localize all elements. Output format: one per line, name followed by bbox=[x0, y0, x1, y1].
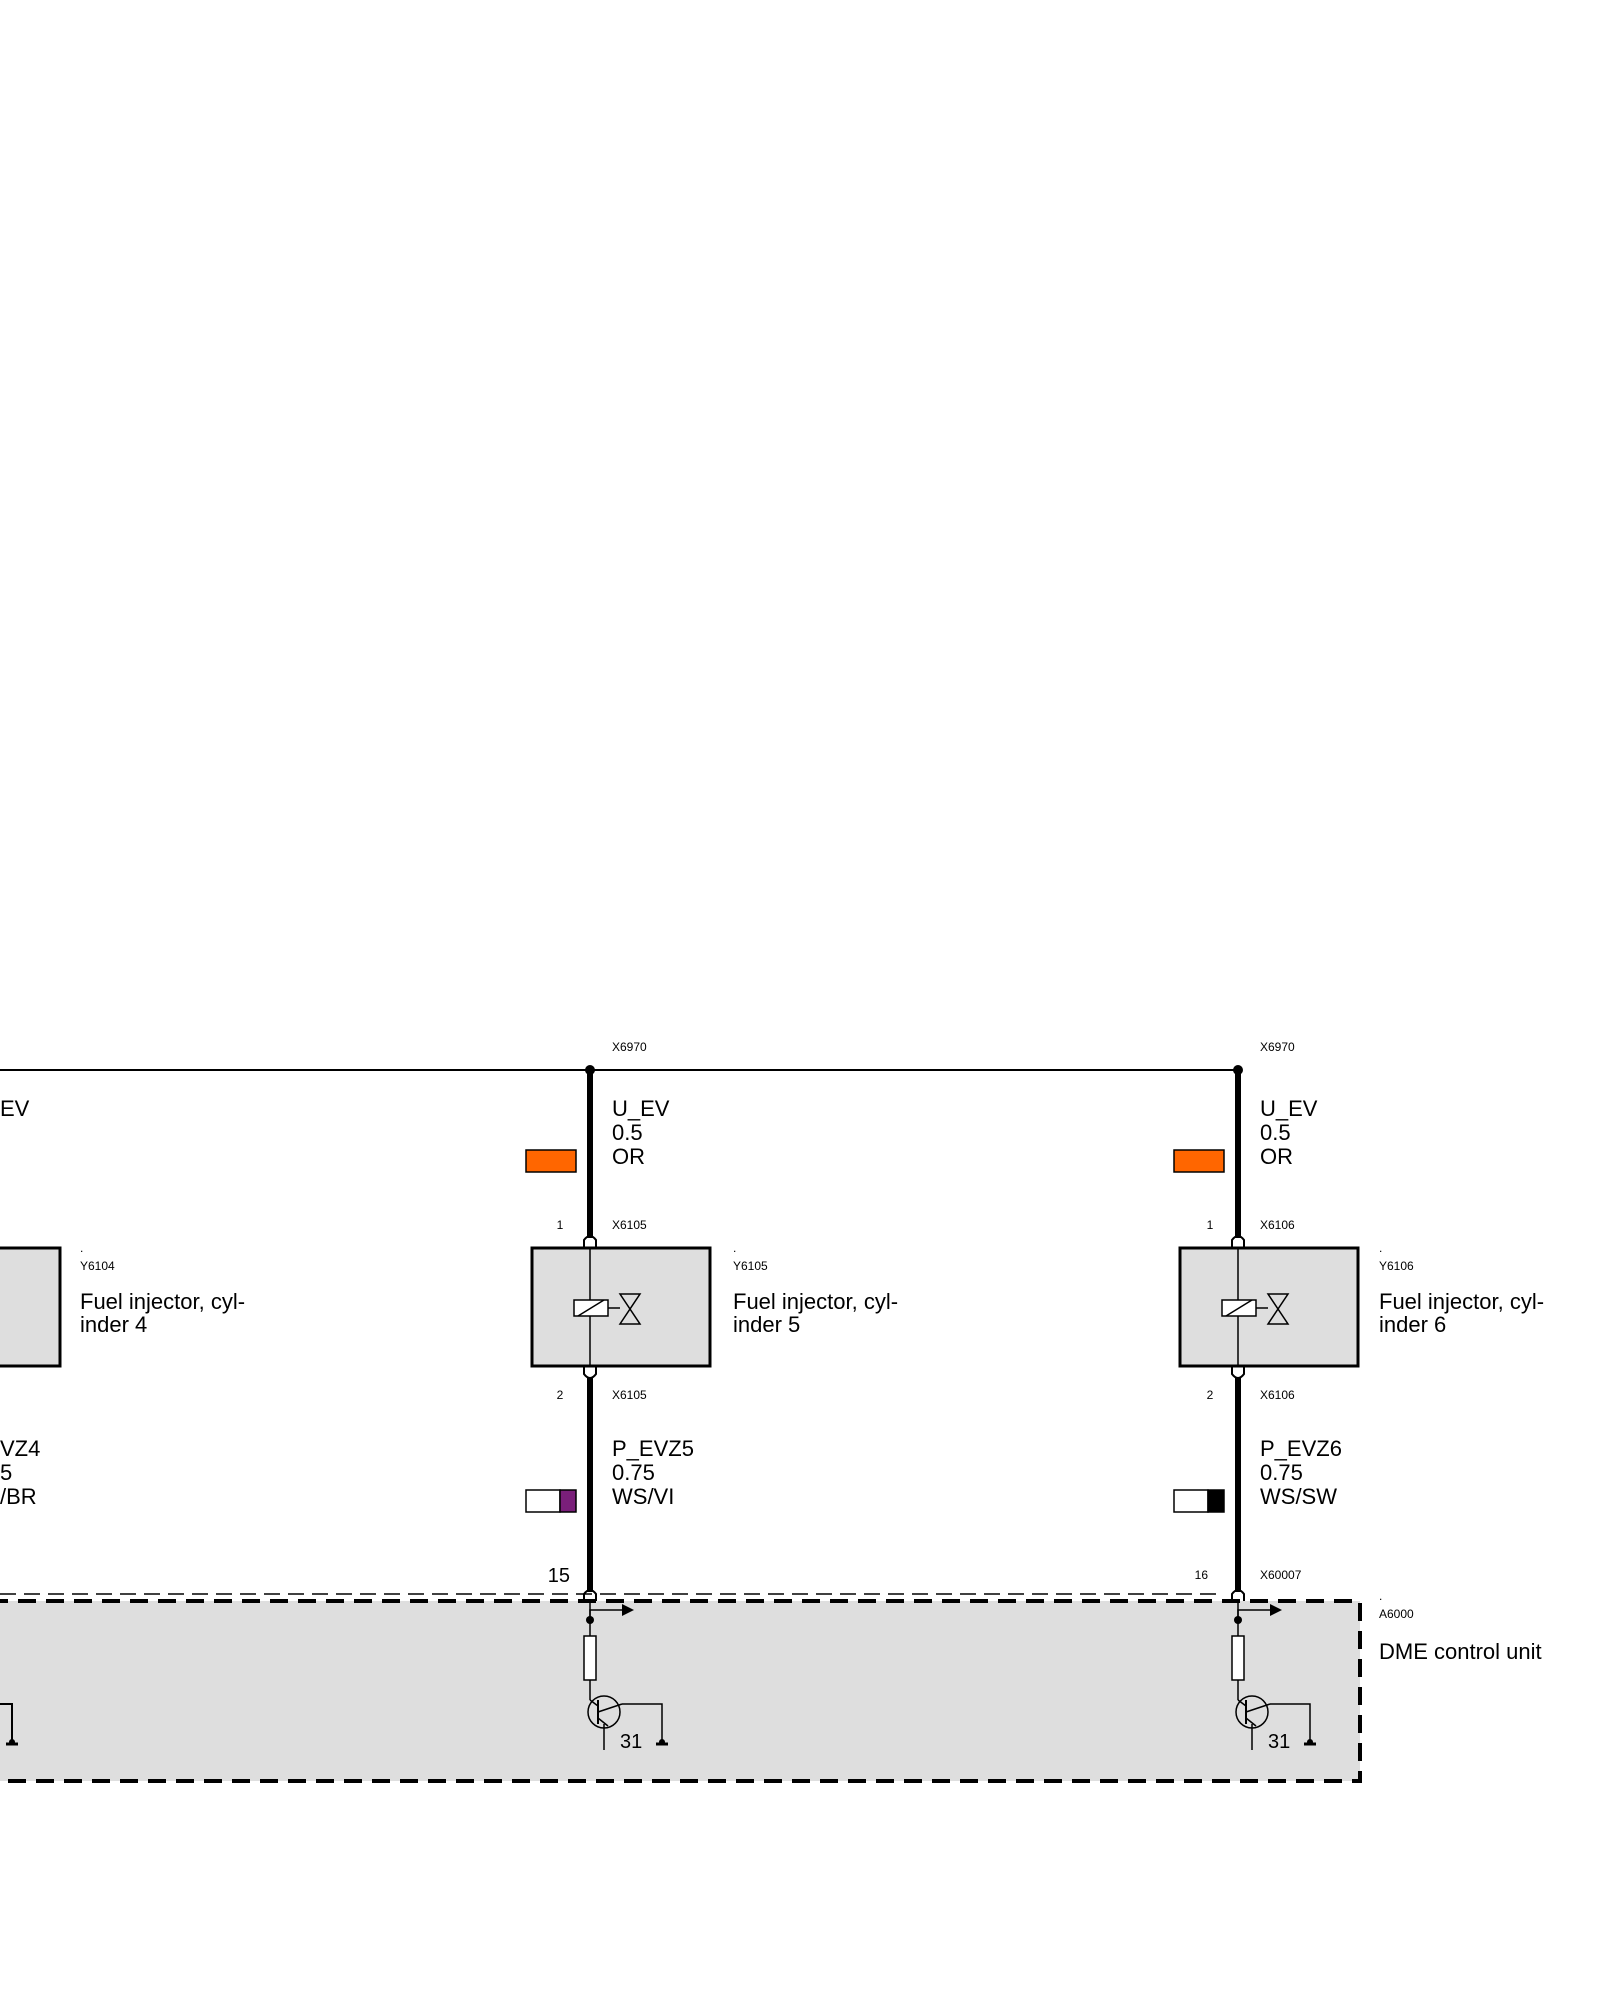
bottom-connector-hook-5 bbox=[583, 1366, 597, 1379]
top-connector-hook-5 bbox=[583, 1235, 597, 1248]
component-name-5-line1: Fuel injector, cyl- bbox=[733, 1289, 898, 1314]
component-dot-5: . bbox=[733, 1241, 736, 1255]
control-unit-name: DME control unit bbox=[1379, 1639, 1542, 1664]
ground-label-6: 31 bbox=[1268, 1731, 1290, 1753]
component-id-5: Y6105 bbox=[733, 1259, 768, 1273]
signal-wire-name-5: P_EVZ5 bbox=[612, 1436, 694, 1461]
bus-connector-6: X6970 bbox=[1260, 1040, 1295, 1054]
component-id-4: Y6104 bbox=[80, 1259, 115, 1273]
ground-label-5: 31 bbox=[620, 1731, 642, 1753]
valve-icon-6 bbox=[1266, 1293, 1290, 1325]
ecu-pin-5: 15 bbox=[548, 1565, 570, 1587]
component-id-6: Y6106 bbox=[1379, 1259, 1414, 1273]
component-dot-4: . bbox=[80, 1241, 83, 1255]
wire-color-swatch-SW-6 bbox=[1207, 1489, 1225, 1513]
injector-cylinder-6: X6970 U_EV 0.5 OR 1 X6106 . Y6106 Fuel i… bbox=[1173, 1040, 1544, 1753]
component-dot-6: . bbox=[1379, 1241, 1382, 1255]
wire-color-swatch-VI-5 bbox=[559, 1489, 577, 1513]
sense-arrow-icon-6 bbox=[1237, 1609, 1270, 1620]
top-connector-6: X6106 bbox=[1260, 1218, 1295, 1232]
component-name-4-line1: Fuel injector, cyl- bbox=[80, 1289, 245, 1314]
wire-color-swatch-OR-6 bbox=[1173, 1149, 1225, 1173]
bottom-pin-6: 2 bbox=[1207, 1388, 1214, 1402]
bottom-pin-5: 2 bbox=[557, 1388, 564, 1402]
ecu-connector-hook-5 bbox=[583, 1589, 597, 1601]
resistor-icon-5 bbox=[583, 1635, 597, 1681]
component-name-6-line2: inder 6 bbox=[1379, 1312, 1446, 1337]
component-name-6-line1: Fuel injector, cyl- bbox=[1379, 1289, 1544, 1314]
signal-wire-name-4: VZ4 bbox=[0, 1436, 40, 1461]
signal-wire-name-6: P_EVZ6 bbox=[1260, 1436, 1342, 1461]
top-pin-6: 1 bbox=[1207, 1218, 1214, 1232]
wire-color-swatch-WS-5 bbox=[525, 1489, 561, 1513]
bottom-connector-hook-6 bbox=[1231, 1366, 1245, 1379]
voltage-wire-color-5: OR bbox=[612, 1144, 645, 1169]
ecu-connector-hook-6 bbox=[1231, 1589, 1245, 1601]
bottom-connector-6: X6106 bbox=[1260, 1388, 1295, 1402]
wire-color-swatch-WS-6 bbox=[1173, 1489, 1209, 1513]
injector-6-body bbox=[1178, 1246, 1360, 1368]
top-connector-hook-6 bbox=[1231, 1235, 1245, 1248]
voltage-wire-name-4: EV bbox=[0, 1096, 30, 1121]
injector-4-body bbox=[0, 1246, 62, 1368]
signal-wire-size-6: 0.75 bbox=[1260, 1460, 1303, 1485]
top-pin-5: 1 bbox=[557, 1218, 564, 1232]
injector-cylinder-5: X6970 U_EV 0.5 OR 1 X6105 . Y6105 Fuel i… bbox=[525, 1040, 898, 1753]
voltage-wire-size-5: 0.5 bbox=[612, 1120, 643, 1145]
sense-arrow-icon-5 bbox=[589, 1609, 622, 1620]
dme-control-unit-box bbox=[0, 1599, 1362, 1783]
voltage-wire-name-5: U_EV bbox=[612, 1096, 670, 1121]
wire-color-swatch-OR-5 bbox=[525, 1149, 577, 1173]
ecu-ground-stub-4 bbox=[0, 1703, 13, 1744]
bus-connector-5: X6970 bbox=[612, 1040, 647, 1054]
voltage-wire-size-6: 0.5 bbox=[1260, 1120, 1291, 1145]
component-name-4-line2: inder 4 bbox=[80, 1312, 147, 1337]
signal-wire-size-5: 0.75 bbox=[612, 1460, 655, 1485]
ecu-pin-6: 16 bbox=[1195, 1568, 1209, 1582]
valve-icon-5 bbox=[618, 1293, 642, 1325]
resistor-icon-6 bbox=[1231, 1635, 1245, 1681]
signal-wire-size-4: 5 bbox=[0, 1460, 12, 1485]
bottom-connector-5: X6105 bbox=[612, 1388, 647, 1402]
top-connector-5: X6105 bbox=[612, 1218, 647, 1232]
ecu-connector-6: X60007 bbox=[1260, 1568, 1302, 1582]
voltage-wire-name-6: U_EV bbox=[1260, 1096, 1318, 1121]
signal-wire-color-6: WS/SW bbox=[1260, 1484, 1337, 1509]
voltage-wire-color-6: OR bbox=[1260, 1144, 1293, 1169]
injector-5-body bbox=[530, 1246, 712, 1368]
injector-cylinder-4-partial: EV . Y6104 Fuel injector, cyl- inder 4 V… bbox=[0, 1096, 245, 1746]
control-unit-dot: . bbox=[1379, 1589, 1382, 1603]
signal-wire-color-5: WS/VI bbox=[612, 1484, 674, 1509]
control-unit-id: A6000 bbox=[1379, 1607, 1414, 1621]
component-name-5-line2: inder 5 bbox=[733, 1312, 800, 1337]
signal-wire-color-4: /BR bbox=[0, 1484, 37, 1509]
